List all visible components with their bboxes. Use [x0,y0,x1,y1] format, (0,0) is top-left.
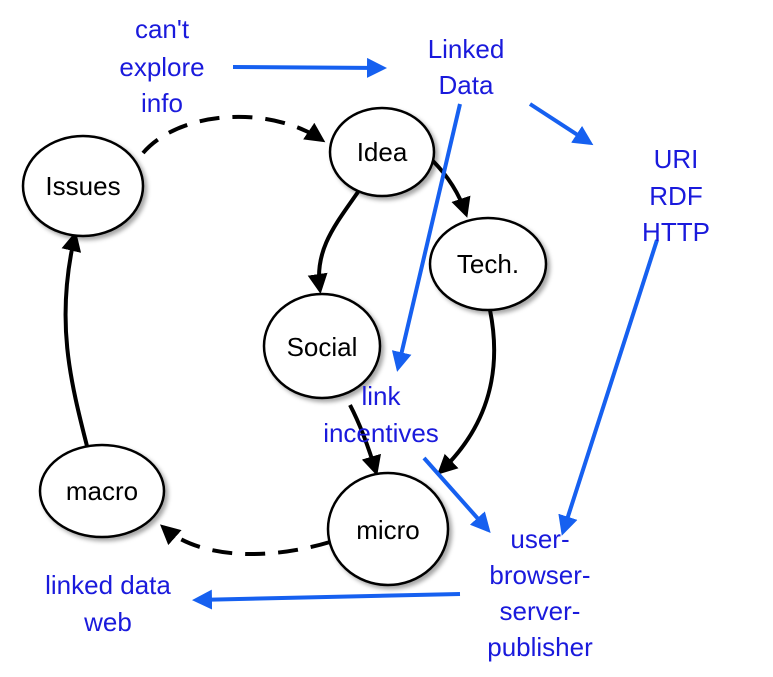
edge-social-to-micro [348,404,381,476]
cycle-edges [61,114,497,557]
annotation-link-incentives-line-2: incentives [323,418,439,448]
node-macro-label: macro [66,476,138,506]
edge-issues-to-idea [141,114,326,155]
annotation-linked-data: Linked Data [428,34,505,100]
arrow-linked-data-to-link-incentives [391,103,462,372]
arrow-user-browser-to-linked-data-web [192,589,461,610]
arrow-link-incentives-to-user-browser [422,456,491,533]
annotation-linked-data-web-line-2: web [83,607,132,637]
node-macro: macro [38,443,166,539]
edge-idea-to-tech [430,158,471,218]
edge-micro-to-macro [160,524,331,557]
node-micro-label: micro [356,515,420,545]
annotation-link-incentives-line-1: link [361,381,401,411]
edge-macro-to-issues [61,231,90,451]
node-social: Social [262,292,382,400]
annotation-publisher-line: publisher [487,632,593,662]
node-social-label: Social [287,332,358,362]
annotation-linked-data-web: linked data web [45,570,171,637]
annotation-linked-data-line-1: Linked [428,34,505,64]
node-issues: Issues [21,134,145,238]
annotation-server-line: server- [500,596,581,626]
edge-tech-to-micro [437,309,497,475]
annotation-link-incentives: link incentives [323,381,439,448]
node-micro: micro [326,471,450,587]
annotation-uri-line: URI [654,144,699,174]
arrow-cant-explore-to-linked-data [232,57,387,78]
annotation-cant-explore-line-3: info [141,88,183,118]
arrow-uri-rdf-http-to-user-browser [558,239,659,536]
annotation-user-line: user- [510,524,569,554]
edge-idea-to-social [307,190,360,294]
annotation-linked-data-line-2: Data [439,70,494,100]
node-idea: Idea [328,106,436,198]
node-tech-label: Tech. [457,249,519,279]
annotation-browser-line: browser- [489,560,590,590]
annotation-edges [192,57,659,610]
node-idea-label: Idea [357,137,408,167]
annotation-http-line: HTTP [642,217,710,247]
annotation-linked-data-web-line-1: linked data [45,570,171,600]
node-issues-label: Issues [45,171,120,201]
annotation-rdf-line: RDF [649,181,702,211]
annotation-cant-explore-line-1: can't [135,14,190,44]
annotation-cant-explore-line-2: explore [119,52,204,82]
arrow-linked-data-to-uri-rdf-http [528,102,594,146]
annotation-user-browser-server-publisher: user- browser- server- publisher [487,524,593,662]
node-tech: Tech. [428,216,548,312]
annotation-cant-explore-info: can't explore info [119,14,204,118]
annotation-uri-rdf-http: URI RDF HTTP [642,144,710,247]
